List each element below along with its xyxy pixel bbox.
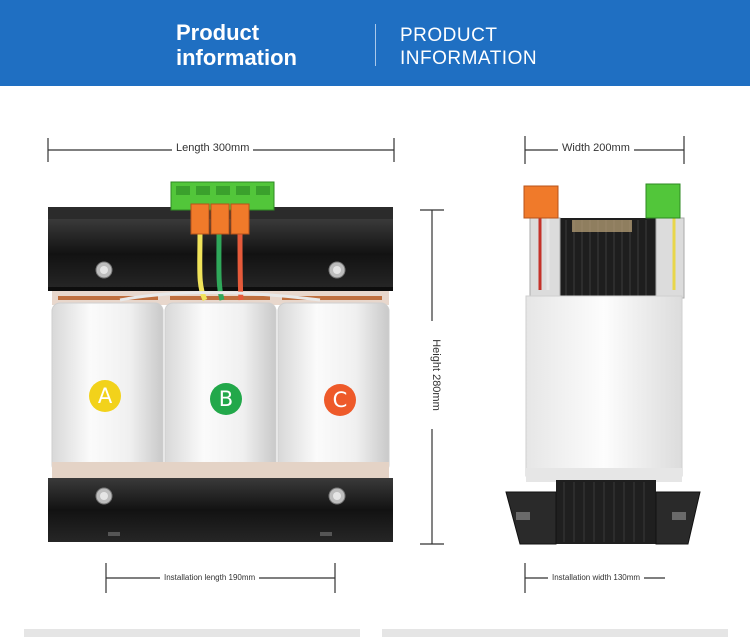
phase-badge-c (324, 384, 356, 416)
footer-strip-left (24, 629, 360, 637)
phase-label-a: A (97, 384, 113, 408)
width-label: Width 200mm (558, 142, 634, 154)
header-subtitle: PRODUCT INFORMATION (400, 24, 537, 70)
header-banner: Product information PRODUCT INFORMATION (0, 0, 750, 86)
footer-strip-right (382, 629, 728, 637)
height-label: Height 280mm (430, 321, 442, 429)
header-subtitle-line2: INFORMATION (400, 48, 538, 69)
header-title-line1: Product (176, 20, 260, 45)
length-label: Length 300mm (172, 142, 254, 154)
phase-badge-a (89, 380, 121, 412)
header-subtitle-line1: PRODUCT (400, 25, 498, 46)
phase-label-c: C (332, 388, 348, 412)
phase-label-b: B (218, 387, 234, 411)
transformer-front-view (48, 181, 393, 542)
header-title-line2: information (176, 45, 297, 70)
phase-badge-b (210, 383, 242, 415)
header-divider (375, 24, 376, 66)
transformer-side-view (505, 183, 701, 545)
header-title: Product information (176, 20, 297, 70)
install-width-label: Installation width 130mm (548, 573, 645, 582)
install-length-label: Installation length 190mm (160, 573, 260, 582)
